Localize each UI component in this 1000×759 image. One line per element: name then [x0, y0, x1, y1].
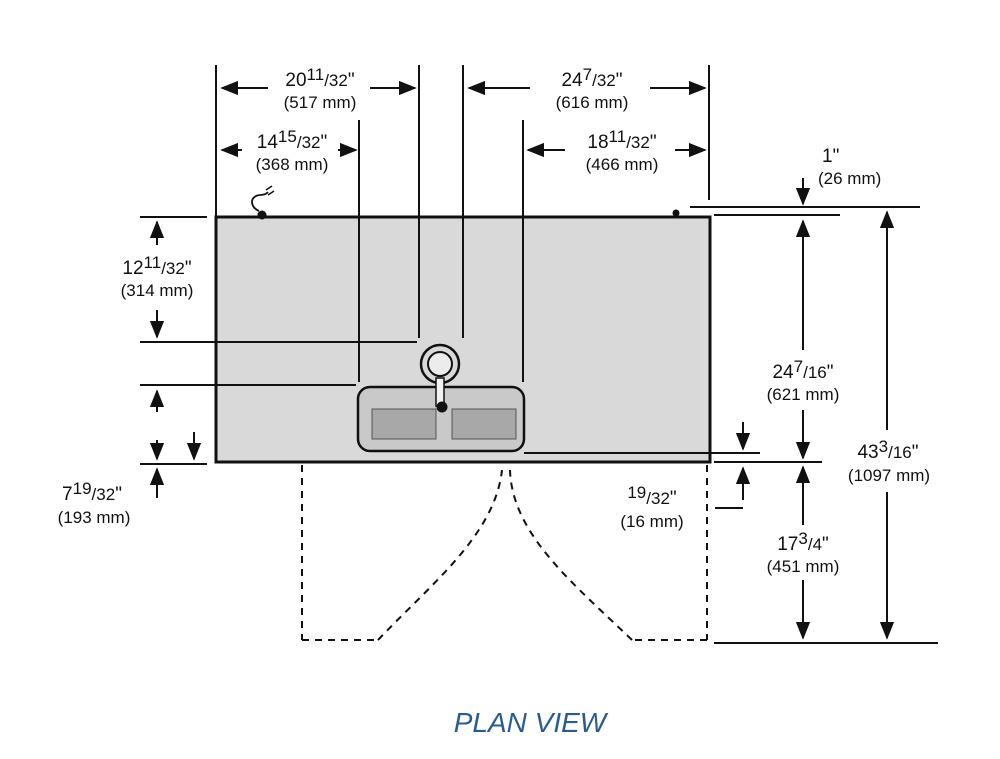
dim-mm-193: (193 mm): [58, 508, 131, 527]
dim-label-7-19-32: 719/32": [62, 479, 122, 505]
dim-label-20-11-32: 2011/32": [285, 65, 354, 91]
dim-label-14-15-32: 1415/32": [257, 127, 327, 153]
mount-point: [672, 209, 680, 217]
dimension-arrows: [149, 80, 895, 640]
dim-label-43-3-16: 433/16": [857, 437, 918, 463]
bubbler-icon: [419, 343, 461, 413]
dim-mm-616: (616 mm): [556, 93, 629, 112]
dim-mm-466: (466 mm): [586, 155, 659, 174]
power-cord-icon: [251, 185, 275, 220]
dim-mm-16: (16 mm): [620, 512, 683, 531]
grill-right: [451, 408, 517, 440]
extension-lines: [140, 65, 938, 644]
dim-label-18-11-32: 1811/32": [587, 127, 656, 153]
dim-mm-26: (26 mm): [818, 169, 881, 188]
dim-label-1: 1": [822, 146, 839, 167]
dim-mm-517: (517 mm): [284, 93, 357, 112]
clearance-zone: [301, 465, 708, 641]
dim-mm-314: (314 mm): [121, 281, 194, 300]
dim-label-19-32: 19/32": [627, 483, 676, 509]
diagram-title: PLAN VIEW: [454, 707, 609, 738]
dim-label-12-11-32: 1211/32": [122, 253, 191, 279]
dim-mm-368: (368 mm): [256, 155, 329, 174]
dim-mm-451: (451 mm): [767, 557, 840, 576]
dim-label-17-3-4: 173/4": [777, 529, 829, 555]
grill-left: [371, 408, 437, 440]
dim-mm-1097: (1097 mm): [848, 466, 930, 485]
dim-label-24-7-32: 247/32": [561, 65, 622, 91]
dim-mm-621: (621 mm): [767, 385, 840, 404]
dim-label-24-7-16: 247/16": [772, 357, 833, 383]
